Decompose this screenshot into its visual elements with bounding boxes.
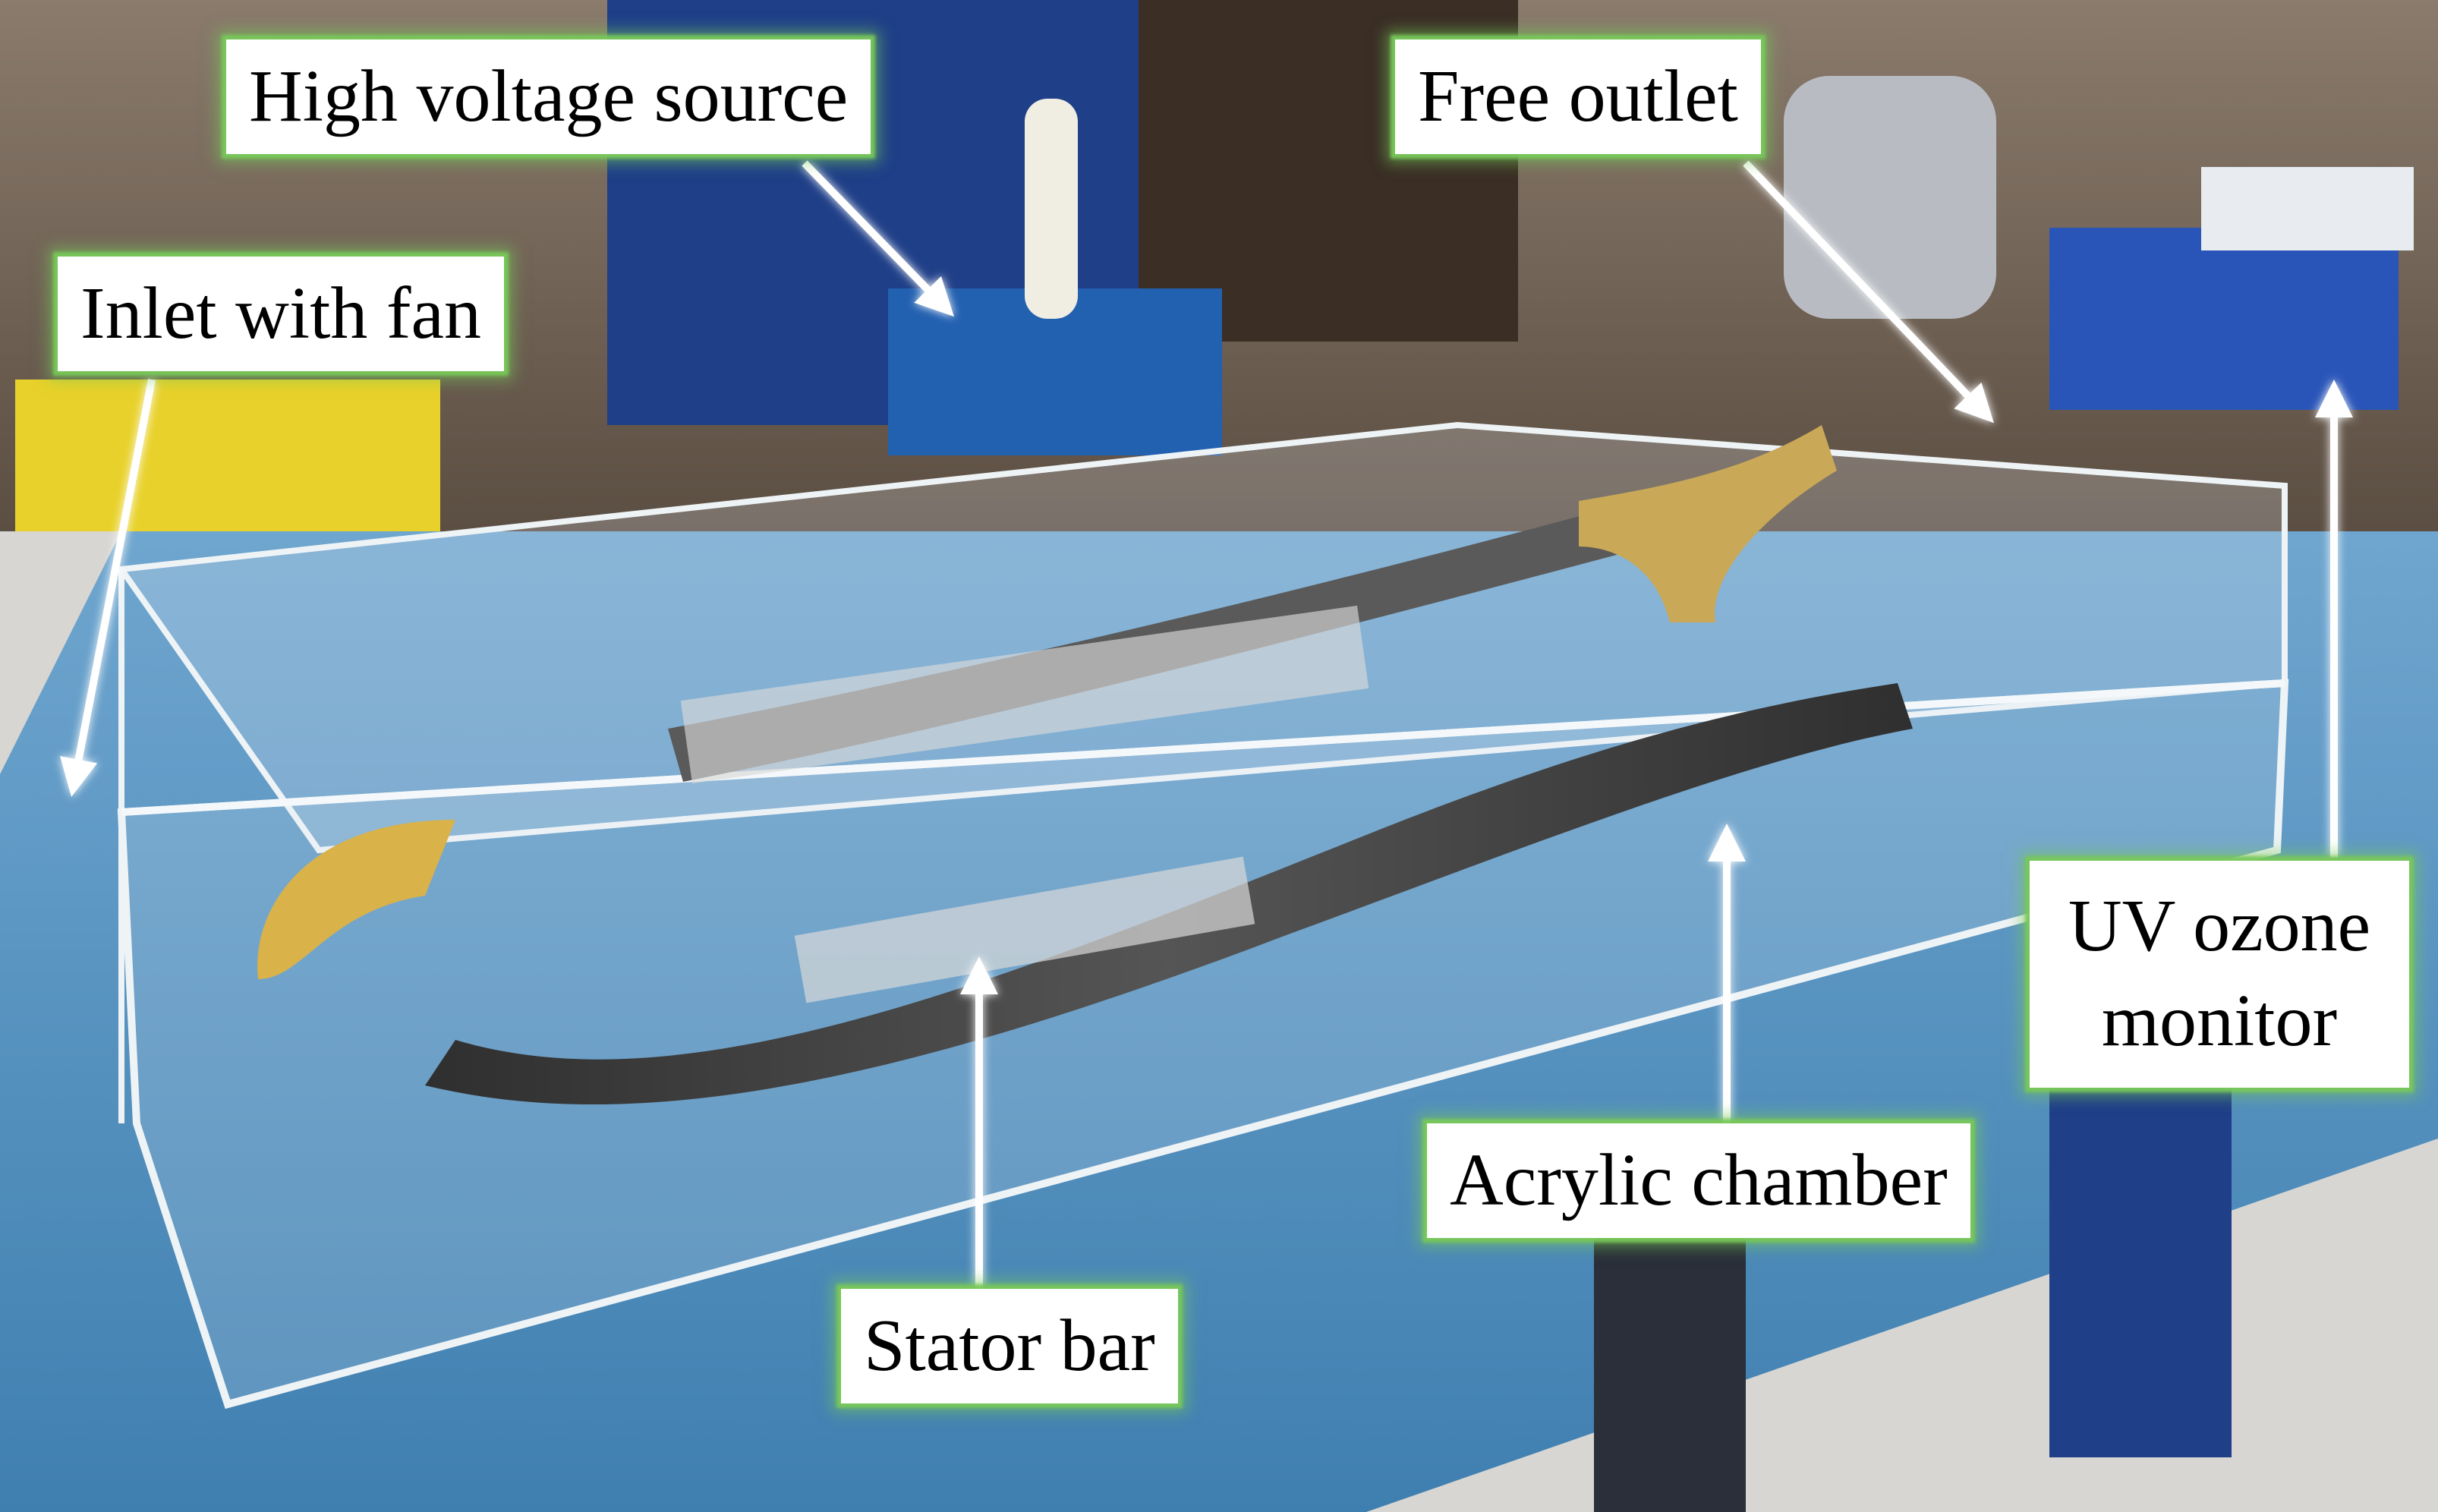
table-top	[0, 531, 2438, 1512]
label-uv-ozone-monitor: UV ozone monitor	[2030, 861, 2409, 1088]
chamber-edge-3	[121, 679, 2285, 816]
stator-yellow-end	[257, 820, 455, 979]
arrows	[60, 160, 2353, 1290]
stator-yellow-end-2	[1579, 425, 1837, 622]
label-inlet-with-fan: Inlet with fan	[58, 257, 504, 371]
arrow-inlet	[60, 379, 156, 797]
uv-monitor-top	[2201, 167, 2414, 250]
stator-bar-body	[425, 683, 1913, 1105]
hv-insulator	[1025, 99, 1078, 319]
arrow-hv-source	[802, 160, 954, 317]
table-leg-mid	[1594, 1214, 1746, 1512]
label-acrylic-chamber: Acrylic chamber	[1427, 1123, 1970, 1238]
stator-wrap-1	[794, 856, 1255, 1003]
stator-wrap-2	[680, 605, 1369, 784]
label-stator-bar: Stator bar	[841, 1289, 1178, 1403]
label-high-voltage-source: High voltage source	[226, 39, 871, 154]
uv-monitor-body	[2049, 228, 2399, 410]
grey-chair	[1784, 76, 1996, 319]
arrow-free-outlet	[1743, 160, 1994, 424]
table-leg-right	[2049, 1078, 2232, 1457]
label-free-outlet: Free outlet	[1395, 39, 1761, 154]
